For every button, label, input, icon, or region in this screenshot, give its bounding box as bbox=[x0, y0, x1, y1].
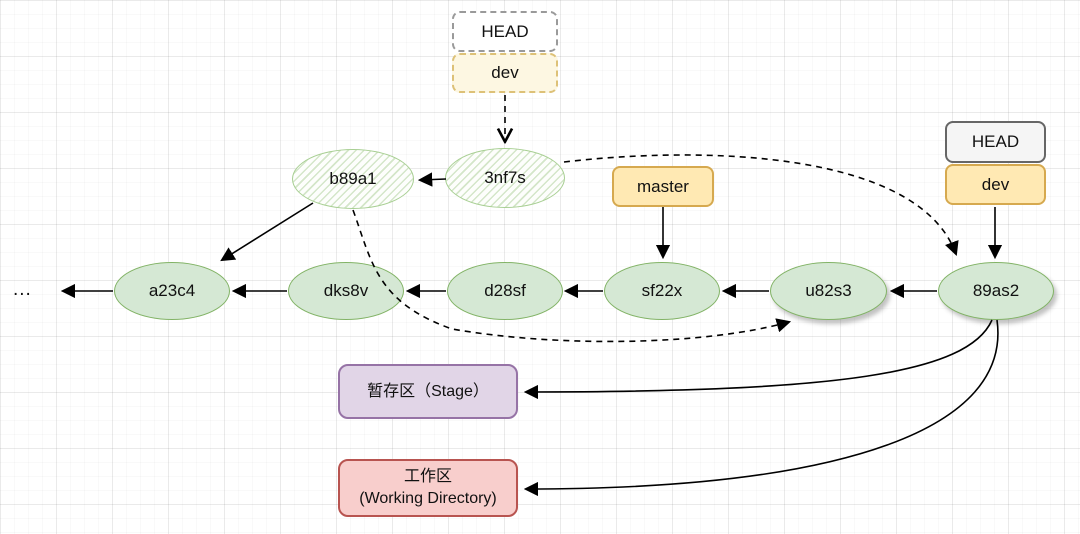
commit-b89a1-label: b89a1 bbox=[329, 169, 377, 188]
commit-a23c4-label: a23c4 bbox=[148, 281, 196, 300]
commit-u82s3[interactable]: u82s3 bbox=[770, 262, 887, 320]
right-head-pointer[interactable]: HEAD bbox=[945, 121, 1046, 163]
commit-sf22x-label: sf22x bbox=[641, 281, 683, 300]
edge-b89a1-to-u82s3-dashed bbox=[352, 209, 792, 343]
stage-area-label: 暂存区（Stage） bbox=[367, 382, 489, 400]
commit-d28sf[interactable]: d28sf bbox=[447, 262, 563, 320]
commit-b89a1[interactable]: b89a1 bbox=[292, 149, 414, 209]
older-commits-ellipsis: ... bbox=[13, 279, 32, 300]
working-directory-box[interactable]: 工作区 (Working Directory) bbox=[338, 459, 518, 517]
floating-dev-pointer[interactable]: dev bbox=[452, 53, 558, 93]
edge-3nf7s-to-b89a1 bbox=[417, 172, 447, 187]
floating-dev-label: dev bbox=[491, 63, 519, 82]
commit-sf22x[interactable]: sf22x bbox=[604, 262, 720, 320]
master-label: master bbox=[637, 176, 689, 196]
commit-3nf7s[interactable]: 3nf7s bbox=[445, 148, 565, 208]
commit-d28sf-label: d28sf bbox=[484, 281, 526, 300]
edge-b89a1-to-a23c4 bbox=[220, 202, 314, 262]
commit-dks8v-label: dks8v bbox=[323, 281, 369, 300]
commit-dks8v[interactable]: dks8v bbox=[288, 262, 404, 320]
floating-head-label: HEAD bbox=[481, 21, 529, 41]
edge-89as2-to-working bbox=[523, 319, 999, 497]
master-branch-pointer[interactable]: master bbox=[612, 166, 714, 207]
stage-area-box[interactable]: 暂存区（Stage） bbox=[338, 364, 518, 419]
edge-89as2-to-stage bbox=[523, 319, 993, 400]
right-dev-pointer[interactable]: dev bbox=[945, 164, 1046, 205]
commit-u82s3-label: u82s3 bbox=[805, 281, 852, 300]
floating-head-pointer[interactable]: HEAD bbox=[452, 11, 558, 52]
working-directory-label-zh: 工作区 bbox=[403, 468, 452, 486]
commit-89as2-label: 89as2 bbox=[972, 281, 1020, 300]
commit-3nf7s-label: 3nf7s bbox=[484, 168, 526, 187]
working-directory-label-en: (Working Directory) bbox=[359, 490, 497, 507]
right-head-label: HEAD bbox=[971, 132, 1020, 151]
commit-a23c4[interactable]: a23c4 bbox=[114, 262, 230, 320]
commit-89as2[interactable]: 89as2 bbox=[938, 262, 1054, 320]
right-dev-label: dev bbox=[981, 174, 1010, 194]
